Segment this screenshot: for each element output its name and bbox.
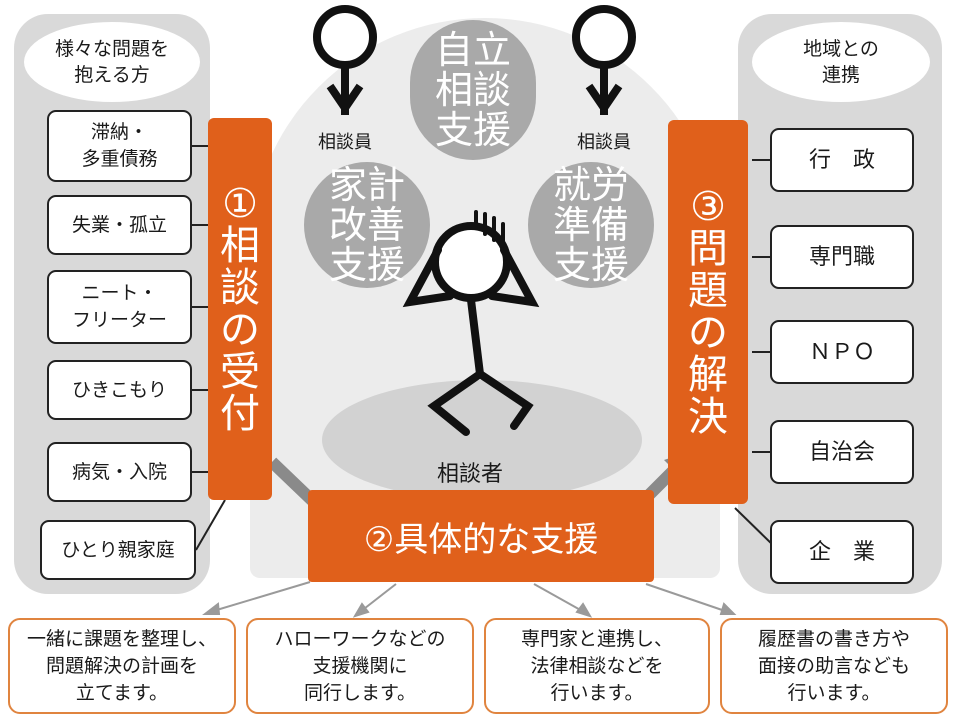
problem-hikikomori: ひきこもり	[47, 360, 192, 420]
detail-box-resume: 履歴書の書き方や 面接の助言なども 行います。	[720, 618, 948, 714]
step1-char: の	[220, 307, 260, 353]
detail-box-planning: 一緒に課題を整理し、 問題解決の計画を 立てます。	[8, 618, 236, 714]
independence-support-circle: 自立 相談 支援	[410, 20, 536, 160]
partner-specialists: 専門職	[770, 225, 914, 289]
step3-char: 決	[688, 394, 728, 440]
step1-char: ①	[222, 181, 258, 227]
step3-char: 題	[688, 268, 728, 314]
step3-char: の	[688, 310, 728, 356]
employment-prep-support-circle: 就労 準備 支援	[528, 162, 654, 288]
right-panel-header: 地域との 連携	[752, 22, 930, 102]
counselor-left-figure	[313, 5, 377, 116]
partner-neighborhood-association: 自治会	[770, 420, 914, 484]
step3-resolution-bar: ③ 問 題 の 解 決	[668, 120, 748, 504]
step1-char: 受	[220, 349, 260, 395]
step1-consultation-bar: ① 相 談 の 受 付	[208, 118, 272, 500]
household-budget-support-circle: 家計 改善 支援	[304, 162, 430, 288]
step1-char: 談	[220, 265, 260, 311]
step2-concrete-support-box: ②具体的な支援	[308, 490, 654, 582]
counselor-left-label: 相談員	[318, 132, 372, 153]
step1-char: 相	[220, 223, 260, 269]
problem-debt: 滞納・ 多重債務	[47, 110, 192, 182]
detail-box-legal: 専門家と連携し、 法律相談などを 行います。	[484, 618, 710, 714]
problem-neet: ニート・ フリーター	[47, 270, 192, 344]
partner-npo: ＮＰＯ	[770, 320, 914, 384]
problem-illness: 病気・入院	[47, 442, 192, 502]
partner-companies: 企 業	[770, 520, 914, 584]
left-panel-header: 様々な問題を 抱える方	[24, 22, 200, 102]
client-label: 相談者	[436, 462, 503, 487]
partner-government: 行 政	[770, 128, 914, 192]
step3-char: ③	[690, 184, 726, 230]
step3-char: 解	[688, 352, 728, 398]
problem-single-parent: ひとり親家庭	[40, 520, 196, 580]
client-shadow	[322, 380, 642, 500]
step3-char: 問	[688, 226, 728, 272]
problem-unemployment: 失業・孤立	[47, 195, 192, 255]
counselor-right-label: 相談員	[577, 132, 631, 153]
right-panel	[738, 14, 942, 594]
step1-char: 付	[220, 391, 260, 437]
client-figure	[402, 210, 540, 436]
detail-box-accompany: ハローワークなどの 支援機関に 同行します。	[246, 618, 474, 714]
step2-label: ②具体的な支援	[363, 519, 599, 560]
counselor-right-figure	[572, 5, 636, 116]
